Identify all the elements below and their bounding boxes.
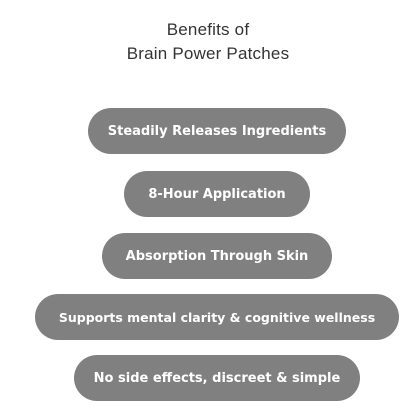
- benefit-pill-8-hour-application: 8-Hour Application: [124, 171, 310, 217]
- benefit-pill-mental-clarity: Supports mental clarity & cognitive well…: [35, 294, 399, 340]
- benefit-pill-no-side-effects: No side effects, discreet & simple: [74, 355, 360, 401]
- page-title: Benefits of Brain Power Patches: [0, 18, 416, 66]
- title-line-1: Benefits of: [166, 20, 250, 39]
- title-line-2: Brain Power Patches: [126, 44, 290, 63]
- benefit-pill-steadily-releases: Steadily Releases Ingredients: [88, 108, 346, 154]
- benefit-pill-absorption-through-skin: Absorption Through Skin: [102, 233, 332, 279]
